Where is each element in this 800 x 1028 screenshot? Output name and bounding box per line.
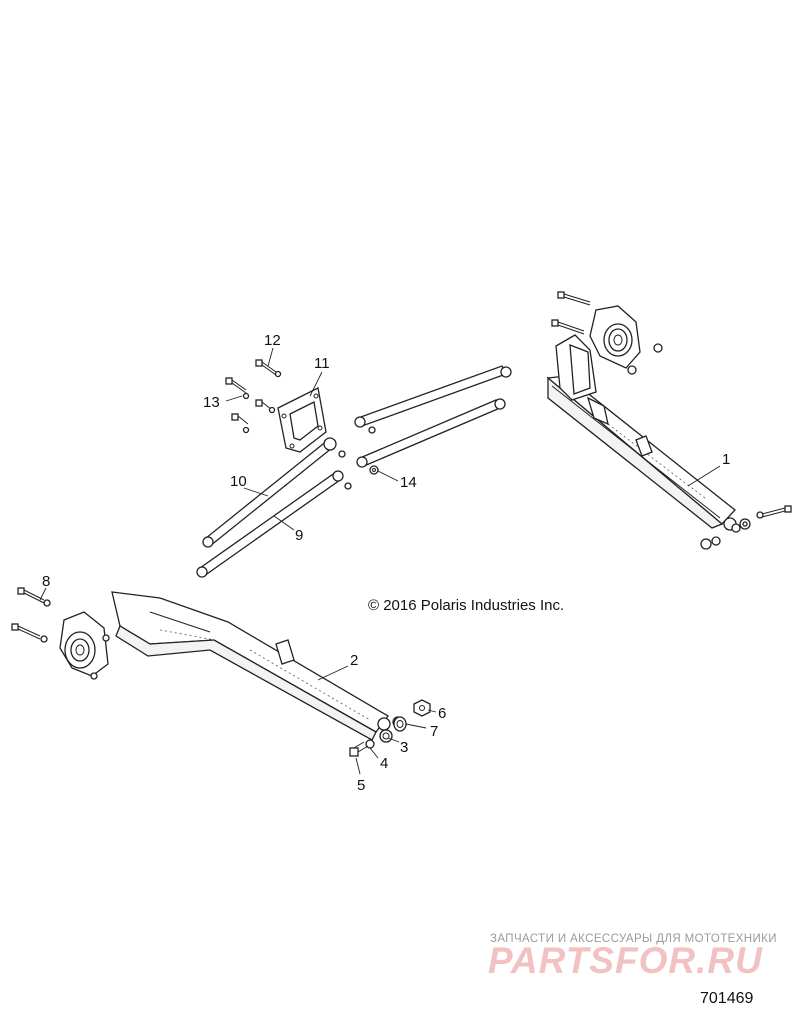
bolt-part-13b <box>242 392 276 414</box>
callout-11: 11 <box>314 355 330 372</box>
nut-part-6 <box>413 699 431 717</box>
wheel-hub-right <box>589 305 663 375</box>
radius-rod-part-9 <box>196 470 352 578</box>
trailing-arm-left <box>111 591 404 741</box>
radius-rod-part-10 <box>202 437 346 548</box>
nut-part-14 <box>369 465 379 475</box>
callout-6: 6 <box>438 705 446 722</box>
mount-bracket-part-11 <box>277 387 327 453</box>
copyright-notice: © 2016 Polaris Industries Inc. <box>368 597 565 614</box>
callout-7: 7 <box>430 723 438 740</box>
bolt-part-12 <box>255 359 282 378</box>
callout-10: 10 <box>230 473 247 490</box>
bolt-right-rear <box>756 505 792 519</box>
bolt-part-5 <box>349 741 369 757</box>
callout-9: 9 <box>295 527 303 544</box>
bushing-part-3 <box>379 729 393 743</box>
watermark-logo: PARTSFOR.RU <box>488 940 763 981</box>
leader-lines <box>39 347 721 775</box>
callout-2: 2 <box>350 652 358 669</box>
wheel-hub-left <box>59 611 110 680</box>
trailing-arm-right <box>546 334 751 531</box>
radius-rod-upper <box>354 365 512 434</box>
bolt-right-upper <box>557 291 591 306</box>
callout-14: 14 <box>400 474 417 491</box>
callout-12: 12 <box>264 332 281 349</box>
bolt-part-13a <box>225 377 247 394</box>
callout-5: 5 <box>357 777 365 794</box>
bolt-part-13c <box>231 413 250 434</box>
bolt-right-middle <box>551 319 585 335</box>
bolt-left-upper <box>17 587 51 607</box>
drawing-number: 701469 <box>700 990 754 1007</box>
callout-13: 13 <box>203 394 220 411</box>
watermark-tagline: ЗАПЧАСТИ И АКСЕССУАРЫ ДЛЯ МОТОТЕХНИКИ <box>490 933 777 945</box>
radius-rod-lower <box>356 398 506 468</box>
callout-1: 1 <box>722 451 730 468</box>
callout-4: 4 <box>380 755 388 772</box>
callout-8: 8 <box>42 573 50 590</box>
nuts-right-rear <box>700 523 741 550</box>
washer-part-7 <box>393 716 407 732</box>
callout-3: 3 <box>400 739 408 756</box>
callout-labels: 1 2 3 4 5 6 7 8 9 10 11 12 13 14 <box>42 332 730 794</box>
bolt-left-lower <box>11 623 48 643</box>
